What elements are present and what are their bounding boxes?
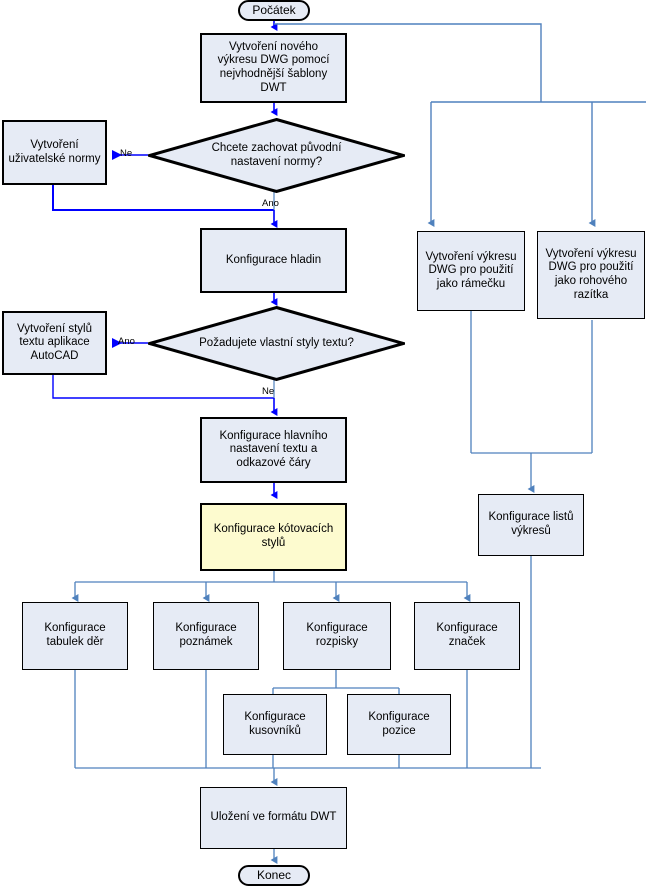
node-layers-config-label: Konfigurace hladin — [225, 253, 322, 266]
node-stamp-dwg[interactable]: Vytvoření výkresu DWG pro použití jako r… — [537, 231, 645, 319]
edge-label-keep-standard-yes: Ano — [262, 198, 279, 209]
edge-dimstyles-fanout — [71, 571, 471, 602]
node-acad-text-styles[interactable]: Vytvoření stylů textu aplikace AutoCAD — [2, 311, 107, 375]
node-sheets-config[interactable]: Konfigurace listů výkresů — [478, 494, 584, 556]
edge-sheets-to-merge — [530, 556, 532, 768]
node-decision-text-styles[interactable]: Požadujete vlastní styly textu? — [148, 306, 405, 381]
node-main-text-config-label: Konfigurace hlavního nastavení textu a o… — [219, 429, 328, 469]
node-create-dwg-label: Vytvoření nového výkresu DWG pomocí nejv… — [217, 40, 330, 94]
edge-label-keep-standard-no: Ne — [120, 148, 133, 159]
node-dimension-styles-config[interactable]: Konfigurace kótovacích stylů — [200, 503, 347, 571]
edge-right-merge-to-sheets — [470, 311, 593, 493]
node-decision-keep-standard-label: Chcete zachovat původní nastavení normy? — [211, 141, 342, 168]
node-end-label: Konec — [256, 868, 292, 883]
node-start[interactable]: Počátek — [238, 0, 310, 21]
node-user-standard[interactable]: Vytvoření uživatelské normy — [2, 120, 107, 185]
node-notes-config[interactable]: Konfigurace poznámek — [153, 602, 259, 670]
node-create-dwg[interactable]: Vytvoření nového výkresu DWG pomocí nejv… — [200, 33, 347, 103]
node-frame-dwg-label: Vytvoření výkresu DWG pro použití jako r… — [425, 250, 517, 290]
node-save-dwt[interactable]: Uložení ve formátu DWT — [200, 787, 347, 849]
node-balloons-config[interactable]: Konfigurace pozice — [347, 694, 451, 755]
node-frame-dwg[interactable]: Vytvoření výkresu DWG pro použití jako r… — [417, 231, 525, 311]
node-holes-table-config-label: Konfigurace tabulek děr — [44, 622, 106, 648]
node-notes-config-label: Konfigurace poznámek — [175, 622, 237, 648]
node-rozpiska-config-label: Konfigurace rozpisky — [306, 622, 368, 648]
node-user-standard-label: Vytvoření uživatelské normy — [8, 138, 101, 165]
node-end[interactable]: Konec — [238, 865, 310, 886]
node-symbols-config-label: Konfigurace značek — [436, 622, 498, 648]
node-layers-config[interactable]: Konfigurace hladin — [200, 228, 347, 293]
node-acad-text-styles-label: Vytvoření stylů textu aplikace AutoCAD — [17, 322, 92, 362]
node-decision-text-styles-label: Požadujete vlastní styly textu? — [199, 336, 354, 349]
node-start-label: Počátek — [252, 3, 296, 18]
node-holes-table-config[interactable]: Konfigurace tabulek děr — [22, 602, 128, 670]
edge-label-text-styles-no: Ne — [262, 386, 275, 397]
node-balloons-config-label: Konfigurace pozice — [368, 710, 430, 737]
node-stamp-dwg-label: Vytvoření výkresu DWG pro použití jako r… — [545, 247, 637, 301]
node-sheets-config-label: Konfigurace listů výkresů — [488, 511, 574, 537]
node-save-dwt-label: Uložení ve formátu DWT — [210, 811, 337, 824]
node-rozpiska-config[interactable]: Konfigurace rozpisky — [283, 602, 391, 670]
edge-label-text-styles-yes: Ano — [118, 336, 135, 347]
node-dimension-styles-config-label: Konfigurace kótovacích stylů — [213, 523, 334, 549]
node-bom-config-label: Konfigurace kusovníků — [244, 710, 306, 737]
node-symbols-config[interactable]: Konfigurace značek — [414, 602, 520, 670]
node-bom-config[interactable]: Konfigurace kusovníků — [223, 694, 327, 755]
node-decision-keep-standard[interactable]: Chcete zachovat původní nastavení normy? — [148, 118, 405, 193]
node-main-text-config[interactable]: Konfigurace hlavního nastavení textu a o… — [200, 417, 347, 483]
